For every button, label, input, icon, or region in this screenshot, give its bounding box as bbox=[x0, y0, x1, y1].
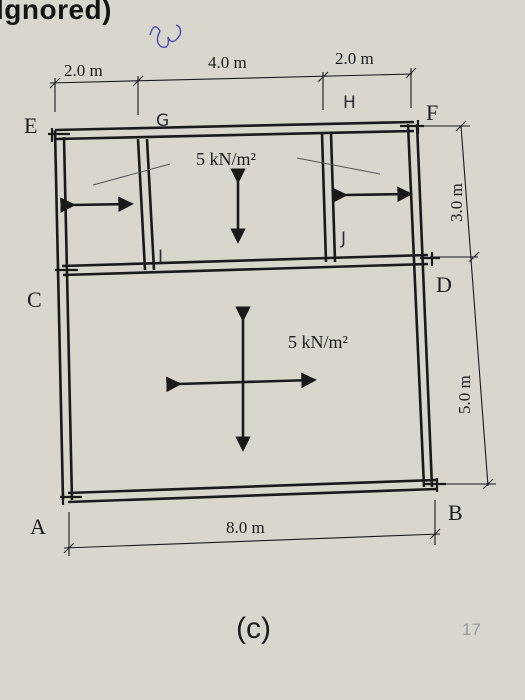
point-label-a: A bbox=[30, 514, 46, 539]
right-dimension-line bbox=[410, 120, 496, 490]
dimension-label-bottom: 8.0 m bbox=[226, 518, 265, 537]
point-label-d: D bbox=[436, 272, 452, 297]
handwritten-scribble bbox=[149, 24, 182, 48]
dimension-label-top-middle: 4.0 m bbox=[208, 53, 247, 72]
handwritten-label-h: H bbox=[343, 93, 356, 113]
dimension-label-right-lower: 5.0 m bbox=[455, 375, 474, 414]
handwritten-label-j: J bbox=[340, 229, 346, 249]
handwritten-label-i: I bbox=[158, 247, 163, 267]
point-label-b: B bbox=[448, 500, 463, 525]
top-dimension-line bbox=[49, 67, 417, 115]
figure-caption: (c) bbox=[236, 612, 271, 645]
handwritten-label-g: G bbox=[156, 111, 169, 131]
header-text: lgnored) bbox=[0, 0, 112, 25]
point-label-e: E bbox=[24, 113, 37, 138]
page-number: 17 bbox=[462, 620, 481, 639]
slab-outline bbox=[53, 120, 437, 504]
load-arrows bbox=[60, 168, 413, 452]
header-handwritten-note: lgnored) bbox=[0, 0, 112, 26]
pencil-strokes bbox=[92, 157, 381, 186]
load-label-upper-panel: 5 kN/m² bbox=[196, 149, 256, 169]
load-label-lower-panel: 5 kN/m² bbox=[288, 332, 348, 352]
point-label-f: F bbox=[426, 100, 438, 125]
point-label-c: C bbox=[27, 287, 42, 312]
arrow-right-strip bbox=[332, 186, 413, 203]
arrow-lower-horizontal bbox=[166, 372, 317, 393]
arrow-left-strip bbox=[60, 196, 134, 214]
bottom-dimension-line bbox=[63, 500, 441, 556]
joint-marks bbox=[48, 120, 446, 505]
dimension-label-top-left: 2.0 m bbox=[64, 61, 103, 80]
dimension-label-top-right: 2.0 m bbox=[335, 49, 374, 68]
dimension-label-right-upper: 3.0 m bbox=[447, 183, 466, 222]
